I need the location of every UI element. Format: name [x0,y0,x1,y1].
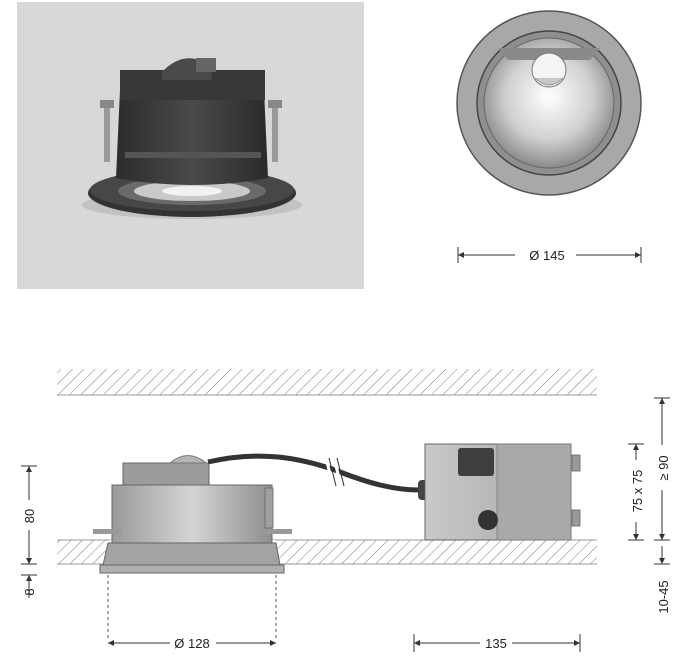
front-diameter-dimension: Ø 145 [457,247,642,263]
front-diameter-label: Ø 145 [529,248,564,263]
ceiling-thickness-label: 10-45 [656,580,671,613]
driver-box [424,443,581,541]
housing-height-dimension: 80 [21,465,37,565]
downlight-photo [17,2,364,289]
driver-section-dimension: 75 x 75 [628,443,645,541]
ceiling-thickness-dimension: 10-45 [654,546,671,614]
min-void-label: ≥ 90 [656,455,671,480]
min-void-dimension: ≥ 90 [654,397,671,541]
flange-thickness-label: 8 [22,588,37,595]
extension-lines [107,575,277,640]
front-view-diagram [456,10,642,196]
cutout-diameter-dimension: Ø 128 [108,636,276,651]
housing-height-label: 80 [22,509,37,523]
section-drawing [57,369,597,640]
driver-length-dimension: 135 [413,634,581,652]
driver-length-label: 135 [485,636,507,651]
cutout-diameter-label: Ø 128 [174,636,209,651]
flange-dimension: 8 [21,563,37,598]
driver-section-label: 75 x 75 [630,470,645,513]
luminaire-housing [93,455,292,574]
